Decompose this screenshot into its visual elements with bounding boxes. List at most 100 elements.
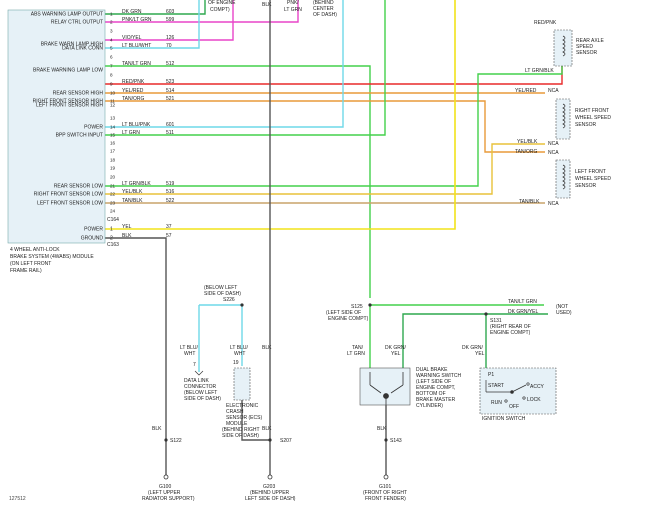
- svg-text:WARNING SWITCH: WARNING SWITCH: [416, 373, 461, 379]
- s143-splice: [384, 438, 388, 442]
- s125-loc: (LEFT SIDE OF: [326, 310, 361, 316]
- module-pin-label: BPP SWITCH INPUT: [56, 133, 103, 139]
- svg-text:4 WHEEL ANTI-LOCK: 4 WHEEL ANTI-LOCK: [10, 247, 60, 253]
- rf-coil-icon: [562, 103, 566, 129]
- module-lower-wire: BLK: [122, 233, 132, 239]
- module-pin-number: 1: [110, 12, 113, 17]
- module-pin-label: POWER: [84, 125, 103, 131]
- g203-loc: (BEHIND UPPER: [250, 490, 290, 496]
- module-pin-number: 21: [110, 184, 116, 189]
- module-lower-wire: YEL: [122, 224, 132, 230]
- wire-lt-blu-pnk-601: [105, 0, 344, 128]
- module-pin-circuit: 519: [166, 181, 175, 187]
- g101-loc: (FRONT OF RIGHT: [363, 490, 407, 496]
- lf-nca-2: NCA: [548, 201, 559, 207]
- module-pin-wire: TAN/ORG: [122, 96, 145, 102]
- label-yel-red: YEL/RED: [515, 88, 537, 94]
- module-pin-number: 6: [110, 55, 113, 60]
- rf-name-2: WHEEL SPEED: [575, 115, 611, 121]
- module-pin-circuit: 511: [166, 130, 174, 136]
- s143-id: S143: [390, 438, 402, 444]
- s131-loc-2: ENGINE COMPT): [490, 330, 531, 336]
- svg-text:ENGINE COMPT,: ENGINE COMPT,: [416, 385, 455, 391]
- module-pin-number: 19: [110, 166, 116, 171]
- module-pin-number: 10: [110, 91, 116, 96]
- ignition-switch-icon: [485, 380, 530, 403]
- label-tan-blk: TAN/BLK: [519, 199, 540, 205]
- module-pin-number: 8: [110, 73, 113, 78]
- abs-module-box: [7, 9, 106, 244]
- label-red-pnk: RED/PNK: [534, 20, 557, 26]
- svg-text:FRAME RAIL): FRAME RAIL): [10, 268, 42, 274]
- module-pin-number: 5: [110, 46, 113, 51]
- module-pin-circuit: 70: [166, 43, 172, 49]
- wire-yel-37: [105, 0, 456, 230]
- ecs-name-6: SIDE OF DASH): [222, 433, 259, 439]
- g203-loc-2: LEFT SIDE OF DASH): [245, 496, 296, 502]
- g101-id: G101: [379, 484, 391, 490]
- label-pnk-lt-top-2: LT GRN: [284, 7, 302, 13]
- module-pin-wire: DK GRN: [122, 9, 142, 15]
- label-blk-center: BLK: [262, 345, 272, 351]
- module-lower-circuit: 57: [166, 233, 172, 239]
- label-blk-top: BLK: [262, 2, 272, 8]
- ecs-name-4: MODULE: [226, 421, 248, 427]
- ground-g203-icon: [267, 474, 273, 480]
- ecs-wire-2: WHT: [234, 351, 245, 357]
- s122-splice: [164, 438, 168, 442]
- lf-name-2: WHEEL SPEED: [575, 176, 611, 182]
- rear-axle-coil-icon: [562, 35, 566, 57]
- module-pin-wire: VIO/YEL: [122, 35, 142, 41]
- module-pin-circuit: 512: [166, 61, 175, 67]
- s122-id: S122: [170, 438, 182, 444]
- dlc-name: DATA LINK: [184, 378, 209, 384]
- module-pin-circuit: 522: [166, 198, 175, 204]
- label-blk-mid: BLK: [262, 426, 272, 432]
- module-pin-label: LEFT FRONT SENSOR LOW: [37, 201, 103, 207]
- label-lt-grn-blk: LT GRN/BLK: [525, 68, 554, 74]
- module-pin-number: 24: [110, 209, 116, 214]
- ecs-name-2: CRASH: [226, 409, 244, 415]
- ground-g100-icon: [163, 474, 169, 480]
- ecs-module-box: [233, 367, 251, 401]
- module-pin-number: 22: [110, 192, 116, 197]
- g100-loc: (LEFT UPPER: [148, 490, 181, 496]
- module-lower-label: GROUND: [81, 236, 104, 242]
- wire-tan-org-521: [105, 100, 545, 153]
- db-wire2-2: YEL: [391, 351, 401, 357]
- wire-dk-grn-603: [105, 0, 206, 15]
- s131-loc: (RIGHT REAR OF: [490, 324, 531, 330]
- s125-splice: [368, 303, 372, 307]
- g203-id: G203: [263, 484, 275, 490]
- wire-blk-ecs: [241, 400, 270, 441]
- module-pin-wire: PNK/LT GRN: [122, 17, 152, 23]
- module-pin-circuit: 126: [166, 35, 175, 41]
- s125-id: S125: [351, 304, 363, 310]
- dlc-name-3: (BELOW LEFT: [184, 390, 217, 396]
- note-engine-compt: OF ENGINE: [208, 0, 236, 6]
- module-pin-number: 11: [110, 99, 115, 104]
- module-pin-number: 3: [110, 29, 113, 34]
- module-pin-circuit: 523: [166, 79, 175, 85]
- module-pin-wire: LT BLU/PNK: [122, 122, 151, 128]
- db-wire2: DK GRN/: [385, 345, 406, 351]
- dlc-wire-2: WHT: [184, 351, 195, 357]
- module-pin-circuit: 516: [166, 189, 175, 195]
- note-behind-center-3: OF DASH): [313, 12, 337, 18]
- wire-tan-lt-grn-512: [105, 65, 371, 298]
- ign-run: RUN: [491, 400, 502, 406]
- note-behind-center: (BEHIND: [313, 0, 334, 6]
- module-pin-label: RIGHT FRONT SENSOR LOW: [34, 192, 104, 198]
- note-behind-center-2: CENTER: [313, 6, 334, 12]
- module-pin-circuit: 599: [166, 17, 175, 23]
- label-blk-left: BLK: [152, 426, 162, 432]
- label-tan-lt-grn: TAN/LT GRN: [508, 299, 537, 305]
- module-pin-wire: YEL/RED: [122, 88, 144, 94]
- module-pin-circuit: 603: [166, 9, 175, 15]
- wire-pnk-lt-grn-599: [105, 0, 299, 23]
- dual-brake-switch-box: [359, 367, 411, 406]
- module-pin-number: 7: [110, 64, 113, 69]
- not-used-label-2: USED): [556, 310, 572, 316]
- wire-vio-yel-126: [105, 0, 234, 41]
- module-lower-circuit: 37: [166, 224, 172, 230]
